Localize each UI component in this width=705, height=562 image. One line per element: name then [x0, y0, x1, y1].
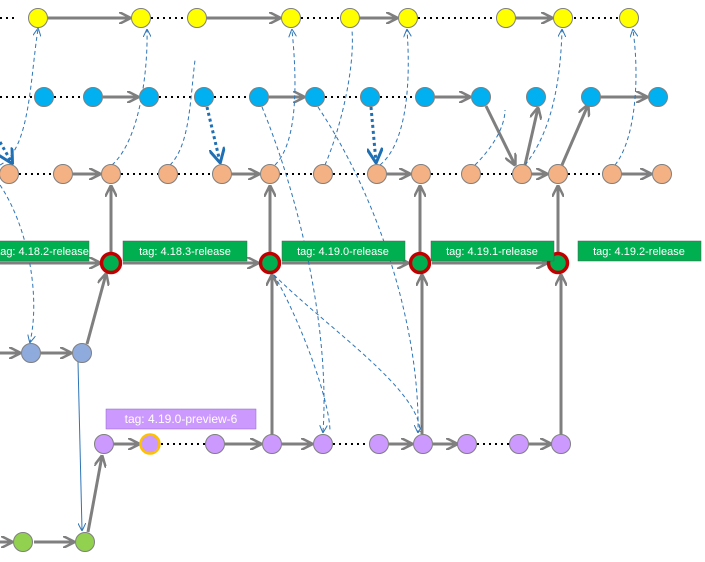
commit-node [260, 164, 280, 184]
commit-node [652, 164, 672, 184]
commit-node [313, 434, 333, 454]
commit-node [187, 8, 207, 28]
commit-node [53, 164, 73, 184]
connectors [0, 18, 651, 542]
commit-node [648, 87, 668, 107]
commit-node [526, 87, 546, 107]
tag-label-text: tag: 4.19.1-release [446, 246, 538, 258]
commit-node [360, 87, 380, 107]
commit-node [205, 434, 225, 454]
commit-node [0, 164, 19, 184]
commit-node [548, 164, 568, 184]
commit-node [249, 87, 269, 107]
commit-node [411, 164, 431, 184]
release-commit-node [99, 251, 123, 275]
commit-node [75, 532, 95, 552]
tag-label-text: tag: 4.19.0-release [297, 246, 389, 258]
tag-label-4-18-3: tag: 4.18.3-release [122, 240, 248, 262]
tag-label-4-19-2: tag: 4.19.2-release [577, 240, 702, 262]
release-commit-node [258, 251, 282, 275]
commit-node [94, 434, 114, 454]
commit-node [457, 434, 477, 454]
tag-label-text: tag: 4.19.2-release [593, 246, 685, 258]
tag-label-text: tag: 4.18.3-release [139, 246, 231, 258]
commit-node [512, 164, 532, 184]
tag-label-4-19-0: tag: 4.19.0-release [281, 240, 406, 262]
commit-node [313, 164, 333, 184]
commit-node [551, 434, 571, 454]
release-commit-node [408, 251, 432, 275]
commit-node [305, 87, 325, 107]
tag-label-text: tag: 4.18.2-release [0, 246, 89, 258]
commit-node [281, 8, 301, 28]
tag-label-text: tag: 4.19.0-preview-6 [125, 412, 238, 426]
commit-node [340, 8, 360, 28]
tag-labels: tag: 4.18.2-release tag: 4.18.3-release … [0, 240, 702, 430]
commit-node [83, 87, 103, 107]
commit-node [553, 8, 573, 28]
commit-node [21, 343, 41, 363]
commit-node [13, 532, 33, 552]
commit-node [194, 87, 214, 107]
commit-node [28, 8, 48, 28]
tag-label-4-18-2: tag: 4.18.2-release [0, 240, 90, 262]
tag-label-4-19-0-preview-6: tag: 4.19.0-preview-6 [105, 408, 257, 430]
preview-commit-node [139, 433, 161, 455]
commit-node [415, 87, 435, 107]
commit-node [367, 164, 387, 184]
commit-nodes [0, 8, 672, 552]
commit-node [34, 87, 54, 107]
commit-node [139, 87, 159, 107]
commit-node [509, 434, 529, 454]
commit-node [262, 434, 282, 454]
commit-node [602, 164, 622, 184]
commit-node [131, 8, 151, 28]
commit-node [413, 434, 433, 454]
commit-node [72, 343, 92, 363]
commit-node [101, 164, 121, 184]
commit-node [369, 434, 389, 454]
commit-node [471, 87, 491, 107]
commit-node [619, 8, 639, 28]
commit-node [158, 164, 178, 184]
commit-node [496, 8, 516, 28]
commit-node [212, 164, 232, 184]
tag-label-4-19-1: tag: 4.19.1-release [430, 240, 555, 262]
commit-node [398, 8, 418, 28]
commit-node [581, 87, 601, 107]
commit-node [461, 164, 481, 184]
